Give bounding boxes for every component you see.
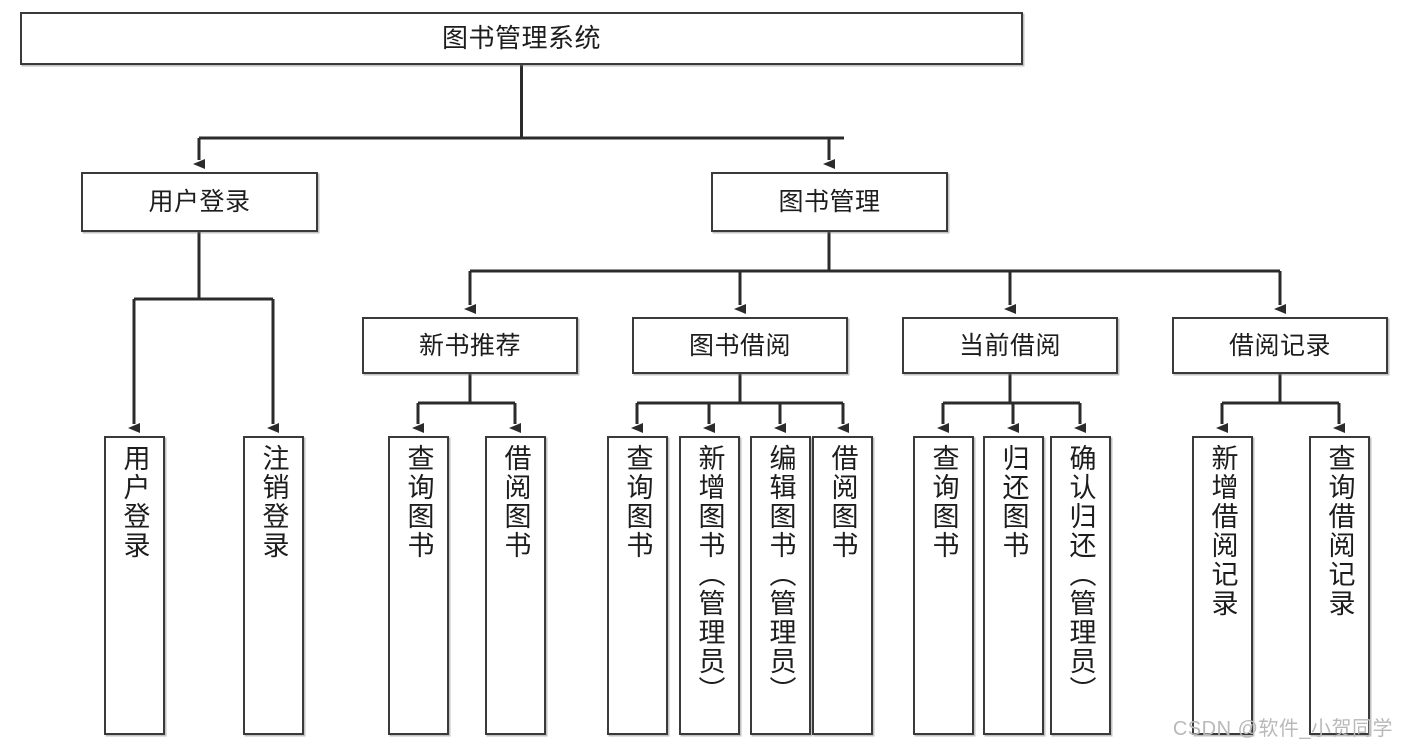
node-root-system[interactable]: 图书管理系统 [20,12,1023,65]
leaf-new-book-query[interactable]: 查询图书 [388,436,449,735]
leaf-user-login-signin[interactable]: 用户登录 [104,436,165,735]
node-user-login[interactable]: 用户登录 [81,172,318,232]
node-label: 编辑图书（管理员） [765,444,796,705]
leaf-borrow-record-query[interactable]: 查询借阅记录 [1309,436,1370,735]
node-label: 注销登录 [258,444,289,560]
leaf-book-borrow-borrow[interactable]: 借阅图书 [812,436,873,735]
leaf-new-book-borrow[interactable]: 借阅图书 [485,436,546,735]
node-label: 查询图书 [622,444,653,560]
node-label: 新增图书（管理员） [694,444,725,705]
leaf-current-borrow-return[interactable]: 归还图书 [983,436,1044,735]
node-label: 当前借阅 [958,331,1061,360]
node-label: 归还图书 [998,444,1029,560]
leaf-book-borrow-edit[interactable]: 编辑图书（管理员） [750,436,811,735]
leaf-borrow-record-add[interactable]: 新增借阅记录 [1192,436,1253,735]
node-book-borrow[interactable]: 图书借阅 [632,317,848,374]
node-label: 用户登录 [148,188,251,216]
node-label: 借阅记录 [1228,331,1331,360]
node-label: 查询图书 [928,444,959,560]
node-label: 借阅图书 [500,444,531,560]
node-label: 图书管理系统 [441,22,601,53]
node-label: 查询图书 [403,444,434,560]
node-label: 新书推荐 [418,331,521,360]
node-label: 确认归还（管理员） [1065,444,1096,705]
node-label: 新增借阅记录 [1207,444,1238,618]
leaf-current-borrow-query[interactable]: 查询图书 [913,436,974,735]
leaf-current-borrow-confirm-return[interactable]: 确认归还（管理员） [1050,436,1111,735]
node-label: 借阅图书 [827,444,858,560]
leaf-book-borrow-query[interactable]: 查询图书 [607,436,668,735]
node-label: 图书管理 [778,188,881,216]
leaf-user-login-signout[interactable]: 注销登录 [243,436,304,735]
node-book-management[interactable]: 图书管理 [711,172,948,232]
node-label: 用户登录 [119,444,150,560]
node-borrow-record[interactable]: 借阅记录 [1172,317,1388,374]
node-current-borrow[interactable]: 当前借阅 [902,317,1118,374]
node-label: 查询借阅记录 [1324,444,1355,618]
node-new-book-recommend[interactable]: 新书推荐 [362,317,578,374]
leaf-book-borrow-add[interactable]: 新增图书（管理员） [679,436,740,735]
node-label: 图书借阅 [688,331,791,360]
